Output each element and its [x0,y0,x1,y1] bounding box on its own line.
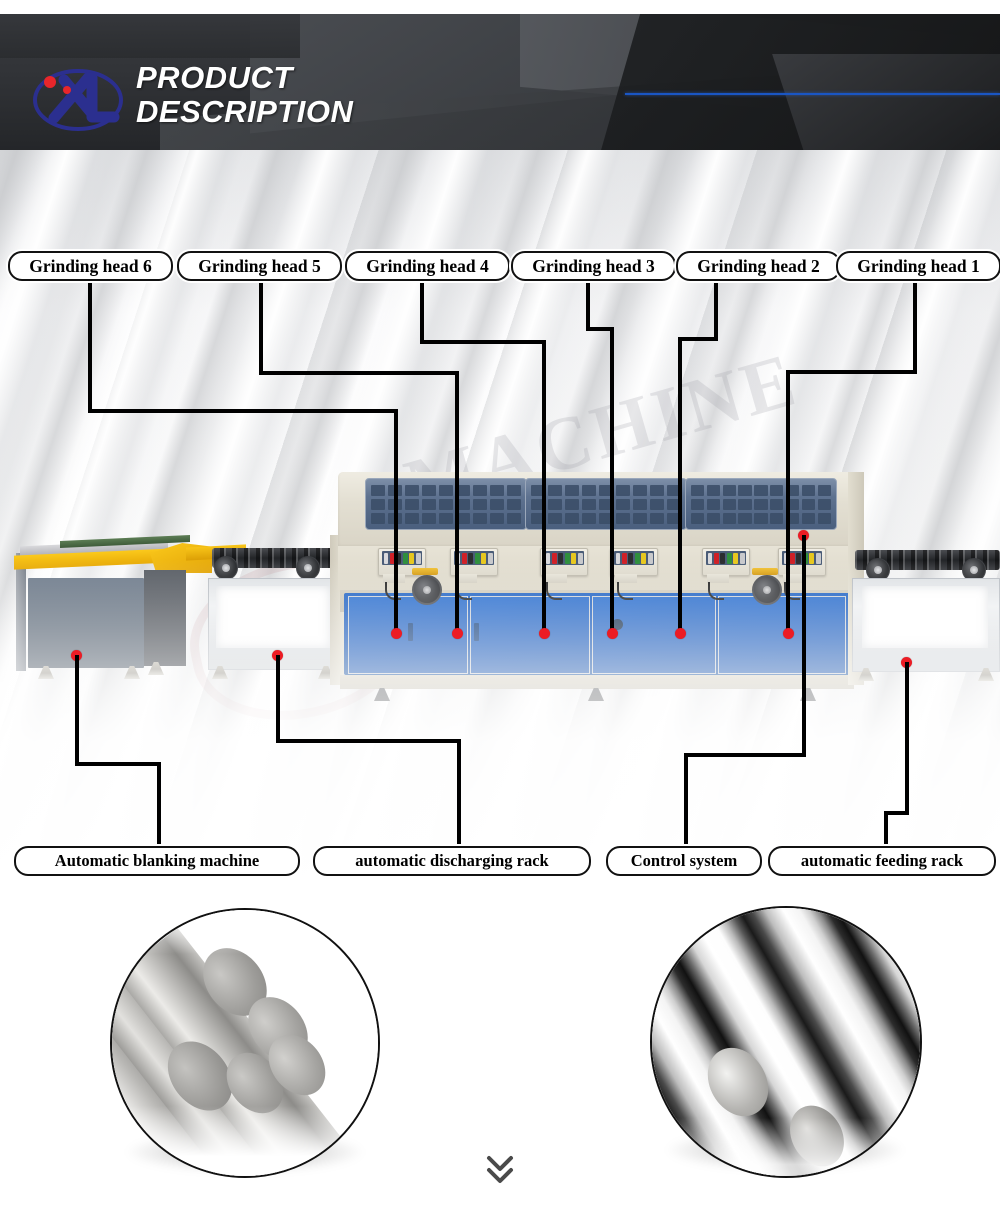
leader-line-blanking [157,762,161,846]
leader-line-control [802,535,806,757]
callout-label-automatic-feeding-rack[interactable]: automatic feeding rack [768,846,996,876]
leader-line-discharge [276,655,280,743]
vent-grid [691,485,831,524]
grinder-vent-panel [685,478,837,530]
leader-line-blanking [75,655,79,766]
banner-facet-7 [0,14,300,58]
leader-line-gh2 [678,337,682,633]
leader-line-gh1 [786,370,790,633]
matte-steel-bars-photo [110,908,380,1178]
leader-line-feeding [884,811,909,815]
callout-label-grinding-head-5[interactable]: Grinding head 5 [177,251,342,281]
banner-accent-line [625,93,1000,95]
grinder-vent-panel [365,478,527,530]
leader-line-gh4 [420,340,546,344]
leader-line-gh6 [88,409,398,413]
leader-line-gh5 [259,371,459,375]
leader-line-discharge [276,739,461,743]
callout-marker-gh1 [783,628,794,639]
double-chevron-down-icon[interactable] [0,1152,1000,1191]
leader-line-gh1 [913,281,917,374]
banner-facet-6 [772,54,1000,150]
leader-line-control [684,753,806,757]
diagram-background-fade [0,560,1000,890]
page-title-line-1: PRODUCT [136,60,293,95]
callout-label-grinding-head-6[interactable]: Grinding head 6 [8,251,173,281]
callout-marker-gh3 [607,628,618,639]
leader-line-gh2 [714,281,718,341]
callout-marker-gh4 [539,628,550,639]
leader-line-gh5 [259,281,263,375]
leader-line-gh4 [420,281,424,344]
leader-line-control [684,753,688,846]
page-title-line-2: DESCRIPTION [136,94,354,129]
leader-line-gh4 [542,340,546,633]
grinder-vent-panel [525,478,687,530]
polished-steel-bars-photo [650,906,922,1178]
vent-grid [531,485,681,524]
xl-logo [30,62,126,134]
callout-marker-gh6 [391,628,402,639]
leader-line-gh1 [786,370,917,374]
leader-line-feeding [905,662,909,815]
callout-marker-gh2 [675,628,686,639]
leader-line-gh3 [610,327,614,633]
callout-label-grinding-head-3[interactable]: Grinding head 3 [511,251,676,281]
callout-label-automatic-discharging-rack[interactable]: automatic discharging rack [313,846,591,876]
callout-label-grinding-head-1[interactable]: Grinding head 1 [836,251,1000,281]
leader-line-blanking [75,762,161,766]
callout-label-control-system[interactable]: Control system [606,846,762,876]
leader-line-gh5 [455,371,459,633]
leader-line-feeding [884,811,888,846]
callout-label-grinding-head-4[interactable]: Grinding head 4 [345,251,510,281]
leader-line-gh6 [88,281,92,413]
callout-label-grinding-head-2[interactable]: Grinding head 2 [676,251,841,281]
leader-line-gh3 [586,327,614,331]
leader-line-gh3 [586,281,590,331]
callout-label-automatic-blanking-machine[interactable]: Automatic blanking machine [14,846,300,876]
leader-line-discharge [457,739,461,846]
leader-line-gh2 [678,337,718,341]
callout-marker-gh5 [452,628,463,639]
leader-line-gh6 [394,409,398,633]
